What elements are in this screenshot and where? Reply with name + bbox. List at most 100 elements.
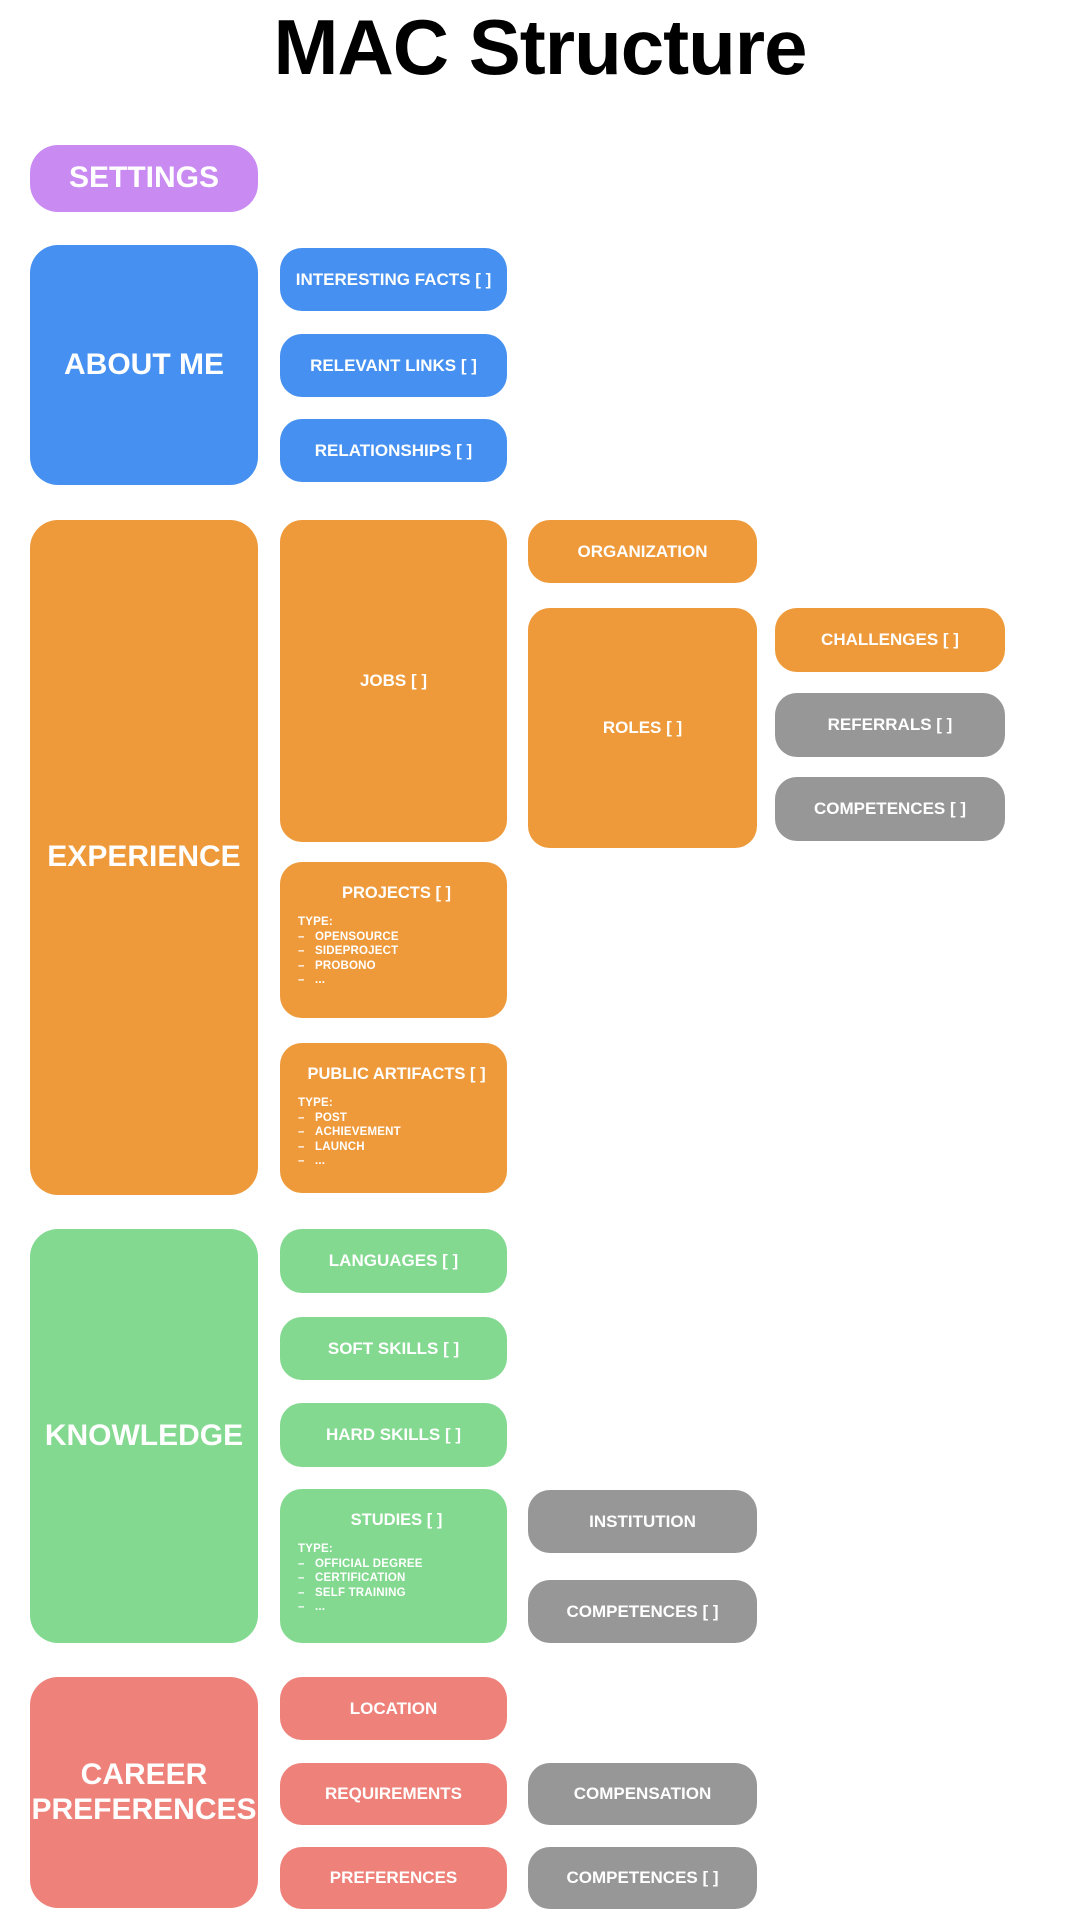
compensation-label: COMPENSATION [573, 1784, 712, 1803]
dash-bullet: – [298, 1126, 305, 1138]
dash-bullet: – [298, 945, 305, 957]
roles-competences-box: COMPETENCES [ ] [775, 777, 1005, 841]
challenges-box: CHALLENGES [ ] [775, 608, 1005, 672]
organization-label: ORGANIZATION [577, 541, 708, 561]
experience-label: EXPERIENCE [47, 840, 241, 874]
dash-bullet: – [298, 1155, 305, 1167]
type-label: TYPE: [298, 1543, 333, 1555]
list-item-text: PROBONO [315, 959, 376, 972]
jobs-label: JOBS [ ] [359, 671, 428, 690]
list-item: – CERTIFICATION [298, 1571, 495, 1586]
roles-box: ROLES [ ] [528, 608, 757, 848]
list-item-text: LAUNCH [315, 1140, 365, 1153]
knowledge-box: KNOWLEDGE [30, 1229, 258, 1643]
type-label-row: TYPE: [298, 1542, 495, 1557]
preferences-label: PREFERENCES [329, 1868, 458, 1887]
studies-competences-label: COMPETENCES [ ] [566, 1601, 719, 1621]
list-item: – ACHIEVEMENT [298, 1125, 495, 1140]
dash-bullet: – [298, 930, 305, 943]
languages-label: LANGUAGES [ ] [328, 1251, 459, 1270]
list-item: – SIDEPROJECT [298, 944, 495, 959]
requirements-box: REQUIREMENTS [280, 1763, 507, 1825]
about-me-label: ABOUT ME [64, 347, 224, 381]
organization-box: ORGANIZATION [528, 520, 757, 583]
relationships-label: RELATIONSHIPS [ ] [314, 440, 473, 460]
type-label-row: TYPE: [298, 915, 495, 930]
referrals-label: REFERRALS [ ] [827, 715, 953, 734]
career-competences-label: COMPETENCES [ ] [566, 1868, 719, 1887]
dash-bullet: – [298, 1572, 305, 1584]
settings-label: SETTINGS [68, 161, 219, 195]
studies-competences-box: COMPETENCES [ ] [528, 1580, 757, 1643]
list-item: – OFFICIAL DEGREE [298, 1557, 495, 1572]
type-label: TYPE: [298, 916, 333, 928]
list-item-text: ... [315, 974, 326, 986]
institution-box: INSTITUTION [528, 1490, 757, 1553]
list-item-text: CERTIFICATION [315, 1572, 406, 1584]
list-item: – ... [298, 973, 495, 988]
interesting-facts-box: INTERESTING FACTS [ ] [280, 248, 507, 311]
referrals-box: REFERRALS [ ] [775, 693, 1005, 757]
list-item-text: ... [315, 1155, 326, 1167]
list-item: – OPENSOURCE [298, 930, 495, 945]
page-title: MAC Structure [273, 3, 807, 91]
institution-label: INSTITUTION [589, 1511, 696, 1531]
type-label: TYPE: [298, 1097, 333, 1109]
settings-box: SETTINGS [30, 145, 258, 212]
projects-type-list: TYPE: – OPENSOURCE – SIDEPROJECT – PROBO… [298, 915, 495, 988]
list-item: – ... [298, 1600, 495, 1615]
relationships-box: RELATIONSHIPS [ ] [280, 419, 507, 482]
projects-title: PROJECTS [ ] [341, 884, 452, 902]
public-artifacts-title: PUBLIC ARTIFACTS [ ] [307, 1065, 486, 1083]
list-item-text: POST [315, 1111, 348, 1124]
list-item-text: SIDEPROJECT [315, 945, 399, 957]
interesting-facts-label: INTERESTING FACTS [ ] [295, 269, 492, 289]
soft-skills-label: SOFT SKILLS [ ] [327, 1338, 460, 1358]
list-item-text: OFFICIAL DEGREE [315, 1557, 423, 1570]
list-item-text: ... [315, 1601, 326, 1613]
public-artifacts-type-list: TYPE: – POST – ACHIEVEMENT – LAUNCH – ..… [298, 1096, 495, 1169]
dash-bullet: – [298, 974, 305, 986]
dash-bullet: – [298, 1111, 305, 1124]
dash-bullet: – [298, 959, 305, 972]
list-item: – ... [298, 1154, 495, 1169]
list-item-text: SELF TRAINING [315, 1586, 406, 1599]
dash-bullet: – [298, 1140, 305, 1153]
roles-label: ROLES [ ] [602, 718, 683, 737]
hard-skills-box: HARD SKILLS [ ] [280, 1403, 507, 1467]
list-item: – LAUNCH [298, 1140, 495, 1155]
challenges-label: CHALLENGES [ ] [821, 630, 959, 649]
studies-box: STUDIES [ ] TYPE: – OFFICIAL DEGREE – CE… [280, 1489, 507, 1643]
list-item: – PROBONO [298, 959, 495, 974]
requirements-label: REQUIREMENTS [325, 1784, 462, 1803]
relevant-links-box: RELEVANT LINKS [ ] [280, 334, 507, 397]
list-item: – SELF TRAINING [298, 1586, 495, 1601]
dash-bullet: – [298, 1586, 305, 1599]
career-preferences-label: CAREER PREFERENCES [31, 1758, 257, 1826]
list-item-text: ACHIEVEMENT [315, 1126, 401, 1138]
knowledge-label: KNOWLEDGE [44, 1418, 244, 1452]
location-box: LOCATION [280, 1677, 507, 1740]
dash-bullet: – [298, 1601, 305, 1613]
dash-bullet: – [298, 1557, 305, 1570]
studies-title: STUDIES [ ] [350, 1511, 443, 1529]
studies-type-list: TYPE: – OFFICIAL DEGREE – CERTIFICATION … [298, 1542, 495, 1615]
roles-competences-label: COMPETENCES [ ] [813, 799, 967, 818]
type-label-row: TYPE: [298, 1096, 495, 1111]
jobs-box: JOBS [ ] [280, 520, 507, 842]
public-artifacts-box: PUBLIC ARTIFACTS [ ] TYPE: – POST – ACHI… [280, 1043, 507, 1193]
career-preferences-box: CAREER PREFERENCES [30, 1677, 258, 1908]
location-label: LOCATION [349, 1698, 438, 1718]
list-item: – POST [298, 1111, 495, 1126]
relevant-links-label: RELEVANT LINKS [ ] [310, 355, 477, 375]
hard-skills-label: HARD SKILLS [ ] [325, 1425, 462, 1444]
languages-box: LANGUAGES [ ] [280, 1229, 507, 1293]
about-me-box: ABOUT ME [30, 245, 258, 485]
projects-box: PROJECTS [ ] TYPE: – OPENSOURCE – SIDEPR… [280, 862, 507, 1018]
career-competences-box: COMPETENCES [ ] [528, 1847, 757, 1909]
preferences-box: PREFERENCES [280, 1847, 507, 1909]
experience-box: EXPERIENCE [30, 520, 258, 1195]
soft-skills-box: SOFT SKILLS [ ] [280, 1317, 507, 1380]
compensation-box: COMPENSATION [528, 1763, 757, 1825]
